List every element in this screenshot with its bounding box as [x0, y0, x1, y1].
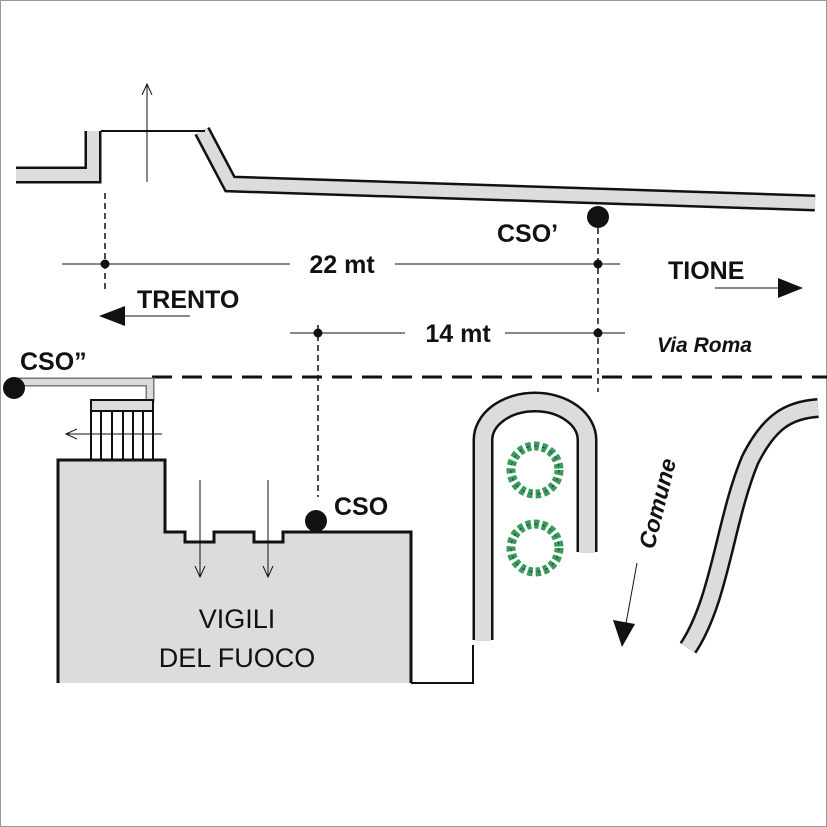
cso-double-prime-marker	[3, 377, 25, 399]
tione-label: TIONE	[668, 257, 744, 285]
cso-double-prime-label: CSO”	[20, 348, 87, 376]
cso-prime-label: CSO’	[497, 220, 558, 248]
cso-label: CSO	[334, 493, 388, 521]
tree-icon	[506, 441, 564, 499]
stairs	[90, 399, 154, 460]
curved-road	[679, 398, 819, 654]
building-label-line2: DEL FUOCO	[159, 643, 316, 673]
via-roma-label: Via Roma	[657, 334, 752, 357]
traffic-island	[472, 391, 598, 641]
tree-icon	[506, 519, 564, 577]
dimension-label-22: 22 mt	[309, 251, 375, 279]
dimension-label-14: 14 mt	[425, 320, 491, 348]
cso-marker	[305, 510, 327, 532]
cso-prime-marker	[587, 206, 609, 228]
top-road	[16, 127, 816, 212]
vigili-del-fuoco-building	[56, 458, 413, 683]
building-label-line1: VIGILI	[199, 604, 276, 634]
trento-label: TRENTO	[137, 286, 239, 314]
